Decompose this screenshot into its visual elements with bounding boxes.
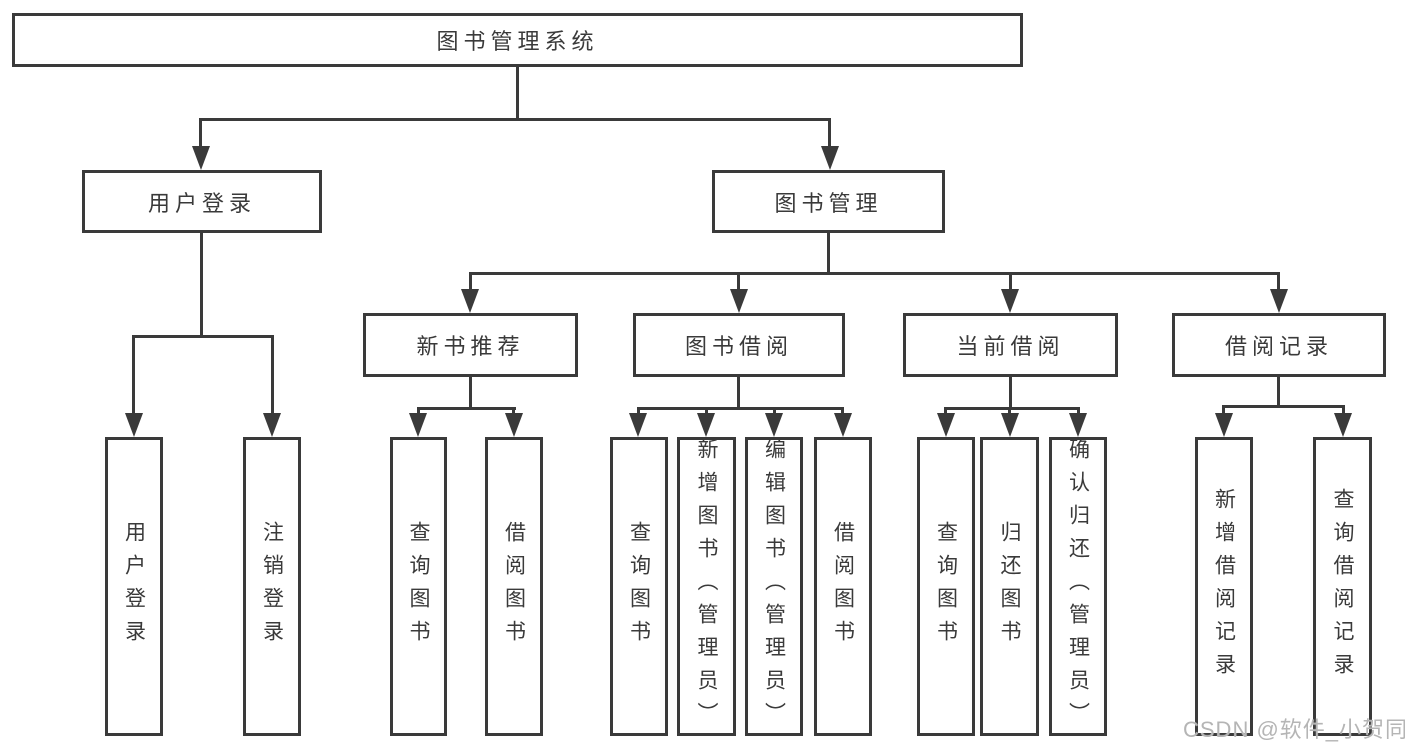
node-label: 查询图书 [627,520,651,653]
connector-line [841,407,844,417]
connector-line [132,335,274,338]
connector-line [132,335,135,415]
arrowhead-down-icon [192,146,210,170]
leaf-return-books: 归还图书 [980,437,1039,736]
arrowhead-down-icon [1001,413,1019,437]
node-label: 借阅图书 [831,520,855,653]
connector-line [469,272,1280,275]
connector-line [637,407,844,410]
node-label: 图书借阅 [684,334,793,359]
arrowhead-down-icon [697,413,715,437]
arrowhead-down-icon [461,289,479,313]
connector-line [827,233,830,272]
leaf-confirm-return-admin: 确认归还（管理员） [1049,437,1107,736]
connector-line [200,233,203,335]
leaf-add-borrow-record: 新增借阅记录 [1195,437,1253,736]
node-label: 新增借阅记录 [1212,487,1236,686]
leaf-logout: 注销登录 [243,437,301,736]
node-label: 当前借阅 [956,334,1065,359]
arrowhead-down-icon [1069,413,1087,437]
node-book-management: 图书管理 [712,170,945,233]
leaf-add-books-admin: 新增图书（管理员） [677,437,736,736]
leaf-edit-books-admin: 编辑图书（管理员） [745,437,803,736]
connector-line [199,118,202,148]
arrowhead-down-icon [505,413,523,437]
node-label: 借阅记录 [1224,334,1333,359]
leaf-user-login: 用户登录 [105,437,163,736]
node-label: 查询图书 [934,520,958,653]
node-label: 新增图书（管理员） [695,438,718,735]
leaf-query-books: 查询图书 [610,437,668,736]
node-label: 查询借阅记录 [1331,487,1354,686]
arrowhead-down-icon [730,289,748,313]
arrowhead-down-icon [821,146,839,170]
connector-line [944,407,947,417]
node-label: 图书管理系统 [436,29,599,54]
arrowhead-down-icon [263,413,281,437]
arrowhead-down-icon [937,413,955,437]
arrowhead-down-icon [1215,413,1233,437]
node-label: 用户登录 [147,190,256,216]
node-borrow-records: 借阅记录 [1172,313,1386,377]
connector-line [1277,377,1280,408]
connector-line [1008,407,1011,417]
node-label: 借阅图书 [502,520,526,653]
node-book-borrow: 图书借阅 [633,313,845,377]
leaf-query-books-current: 查询图书 [917,437,975,736]
node-current-borrow: 当前借阅 [903,313,1118,377]
node-label: 归还图书 [998,520,1021,653]
node-user-login: 用户登录 [82,170,322,233]
arrowhead-down-icon [1001,289,1019,313]
connector-line [773,407,776,417]
node-label: 确认归还（管理员） [1066,438,1090,735]
node-label: 查询图书 [407,520,430,653]
connector-line [417,407,420,417]
connector-line [512,407,515,417]
arrowhead-down-icon [765,413,783,437]
connector-line [944,407,1080,410]
arrowhead-down-icon [125,413,143,437]
connector-line [828,118,831,148]
node-label: 图书管理 [774,190,883,216]
connector-line [271,335,274,415]
connector-line [705,407,708,417]
arrowhead-down-icon [629,413,647,437]
leaf-query-books-rec: 查询图书 [390,437,447,736]
connector-line [1009,377,1012,410]
connector-line [1009,272,1012,291]
connector-line [1342,405,1345,417]
leaf-borrow-books: 借阅图书 [814,437,872,736]
connector-line [516,67,519,121]
node-label: 用户登录 [122,520,146,653]
connector-line [469,377,472,410]
arrowhead-down-icon [1270,289,1288,313]
connector-line [1222,405,1345,408]
connector-line [1277,272,1280,291]
leaf-query-borrow-record: 查询借阅记录 [1313,437,1372,736]
csdn-watermark: CSDN @软件_小贺同学 [1183,717,1405,742]
leaf-borrow-books-rec: 借阅图书 [485,437,543,736]
arrowhead-down-icon [834,413,852,437]
connector-line [637,407,640,417]
connector-line [1077,407,1080,417]
node-label: 新书推荐 [416,334,525,359]
node-label: 编辑图书（管理员） [762,438,786,735]
arrowhead-down-icon [409,413,427,437]
node-label: 注销登录 [260,520,284,653]
connector-line [737,272,740,291]
connector-line [1222,405,1225,417]
connector-line [737,377,740,410]
connector-line [199,118,831,121]
node-new-book-recommend: 新书推荐 [363,313,578,377]
node-root-system: 图书管理系统 [12,13,1023,67]
connector-line [417,407,516,410]
connector-line [469,272,472,291]
arrowhead-down-icon [1334,413,1352,437]
